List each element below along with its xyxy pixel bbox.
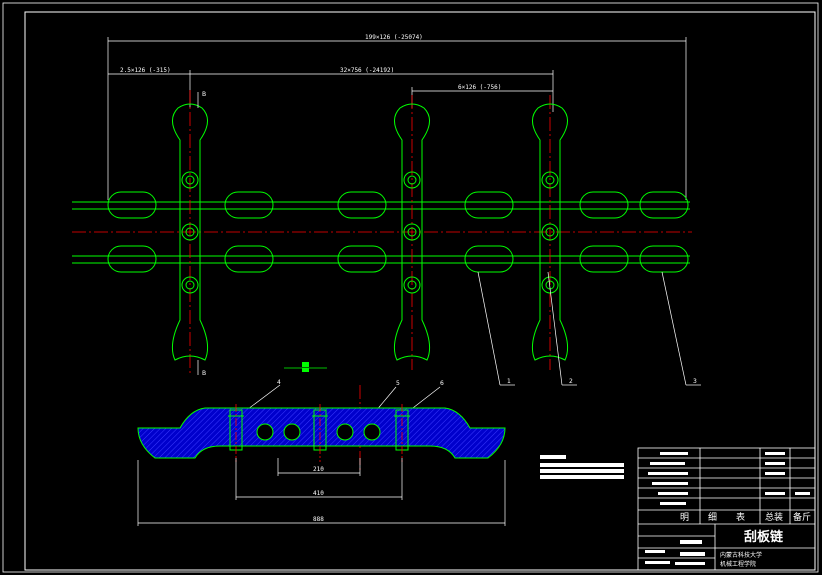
callout-2: 2 [569, 378, 573, 385]
section-mark-bottom: B [202, 370, 206, 377]
callout-5: 5 [396, 380, 400, 387]
dim-middle: 410 [313, 490, 324, 497]
technical-notes [540, 455, 624, 479]
org-line-2: 机械工程学院 [720, 560, 756, 568]
dimension-lines [107, 37, 687, 200]
drawing-title: 刮板链 [744, 529, 784, 545]
callout-6: 6 [440, 380, 444, 387]
callout-3: 3 [693, 378, 697, 385]
header-cell-3: 表 [736, 511, 745, 523]
callout-4: 4 [277, 379, 281, 386]
dim-right: 6×126 (-756) [458, 84, 501, 91]
header-cell-1: 明 [680, 512, 689, 523]
dim-outer: 888 [313, 516, 324, 523]
dim-inner: 210 [313, 466, 324, 473]
org-line-1: 内蒙古科技大学 [720, 551, 762, 559]
chain-strands [72, 191, 690, 273]
leader-lines [235, 271, 701, 419]
flight-profile [137, 404, 506, 462]
scraper-flight-2 [393, 103, 431, 361]
centerlines [72, 90, 692, 470]
header-cell-2: 细 [708, 511, 717, 523]
section-mark-top: B [202, 91, 206, 98]
callout-1: 1 [507, 378, 511, 385]
title-block [637, 447, 816, 571]
dim-overall: 199×126 (-25074) [365, 34, 423, 41]
header-cell-4: 总装 [765, 511, 783, 523]
section-marks: B B [197, 91, 206, 377]
profile-dimensions [137, 458, 506, 526]
title-block-fills [645, 452, 810, 565]
view-symbol [284, 362, 327, 372]
scraper-flight-3 [531, 103, 569, 361]
dim-left: 2.5×126 (-315) [120, 67, 171, 74]
header-cell-5: 备斤 [793, 511, 811, 523]
dim-mid: 32×756 (-24192) [340, 67, 394, 74]
scraper-flight-1 [171, 103, 209, 361]
